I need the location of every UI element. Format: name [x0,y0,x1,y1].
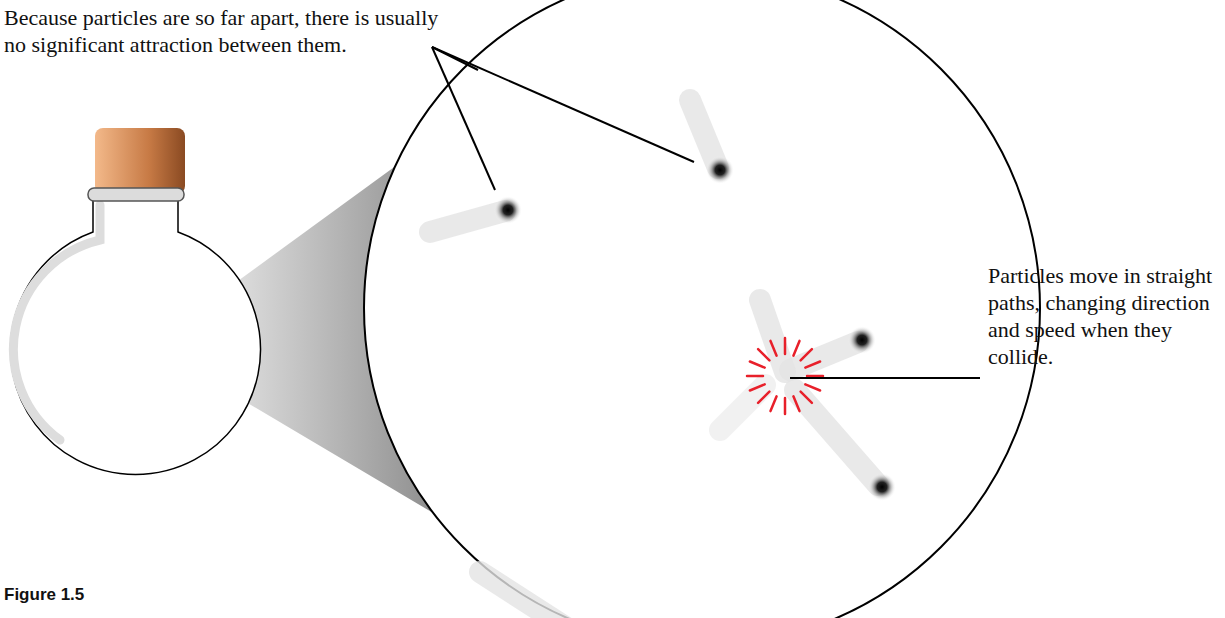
callout-note: Because particles are so far apart, ther… [4,4,444,58]
gas-particles [494,156,896,618]
particle-trails [430,100,878,618]
flask [11,128,261,475]
figure-caption: Figure 1.5 [4,585,84,605]
collision-burst [747,338,823,414]
magnified-view [364,0,1040,618]
leader-lines [432,47,980,378]
callout-note: Particles move in straight paths, changi… [988,262,1220,370]
